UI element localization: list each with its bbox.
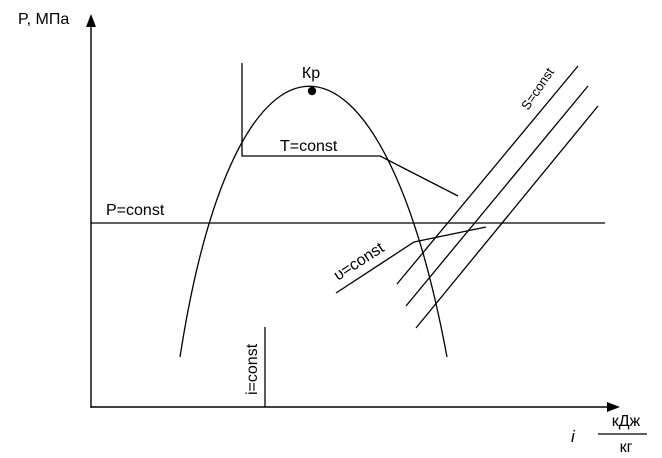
critical-point-label: Кр (302, 65, 320, 82)
x-unit-numerator: кДж (612, 413, 641, 430)
saturation-curve (179, 85, 448, 358)
isentrope-line-1 (396, 65, 579, 285)
x-axis-arrow-icon (607, 402, 620, 412)
isenthalp-label: i=const (244, 343, 261, 395)
critical-point-marker (307, 86, 317, 96)
y-axis-label: P, МПа (18, 11, 69, 28)
isentrope-line-2 (405, 85, 589, 307)
isotherm-label: T=const (280, 138, 338, 155)
isobar-label: P=const (106, 202, 165, 219)
x-axis-symbol: i (571, 427, 576, 446)
isentrope-line-3 (415, 105, 599, 329)
x-unit-denominator: кг (620, 439, 633, 456)
y-axis-arrow-icon (86, 14, 96, 27)
isochore-line (335, 226, 487, 294)
isentrope-label: S=const (518, 65, 557, 113)
isotherm-line (241, 63, 459, 197)
